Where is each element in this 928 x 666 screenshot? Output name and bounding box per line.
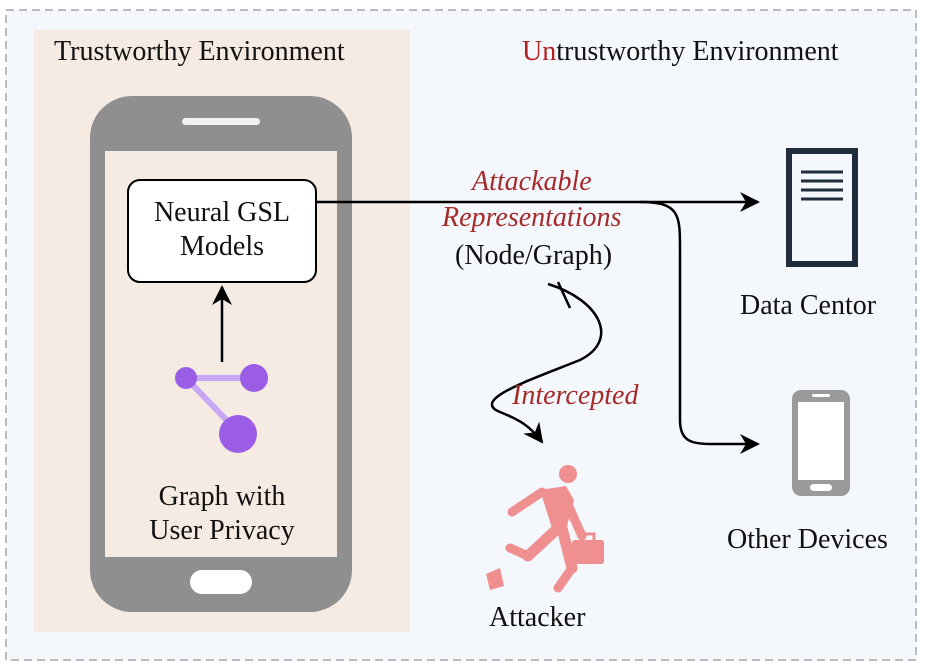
flow-label-line3: (Node/Graph) (455, 240, 613, 271)
graph-label: Graph with User Privacy (118, 480, 326, 548)
model-box-line2: Models (180, 231, 264, 262)
untrusted-env-title-prefix: Un (522, 36, 557, 67)
untrusted-env-title: Untrustworthy Environment (522, 36, 839, 68)
intercept-cut-mark (556, 281, 572, 309)
data-center-label: Data Centor (740, 290, 877, 321)
graph-icon (175, 364, 268, 453)
flow-to-other-devices (639, 200, 760, 454)
trusted-env-title: Trustworthy Environment (54, 36, 345, 67)
running-man-icon (486, 465, 587, 593)
flow-label-line2: Representations (442, 202, 622, 233)
intercept-path (490, 282, 603, 444)
phone-icon (792, 390, 850, 496)
intercept-label: Intercepted (512, 380, 639, 411)
other-devices-label: Other Devices (727, 524, 888, 555)
briefcase-icon (572, 532, 604, 564)
attacker-label: Attacker (489, 602, 586, 633)
graph-label-line1: Graph with (158, 481, 286, 512)
untrusted-env-title-rest: trustworthy Environment (556, 36, 839, 67)
model-box-line1: Neural GSL (153, 197, 291, 228)
model-box (127, 179, 317, 283)
graph-label-line2: User Privacy (149, 515, 295, 546)
model-box-label: Neural GSL Models (128, 196, 316, 264)
flow-label-line1: Attackable (472, 166, 592, 197)
server-icon (786, 148, 858, 267)
